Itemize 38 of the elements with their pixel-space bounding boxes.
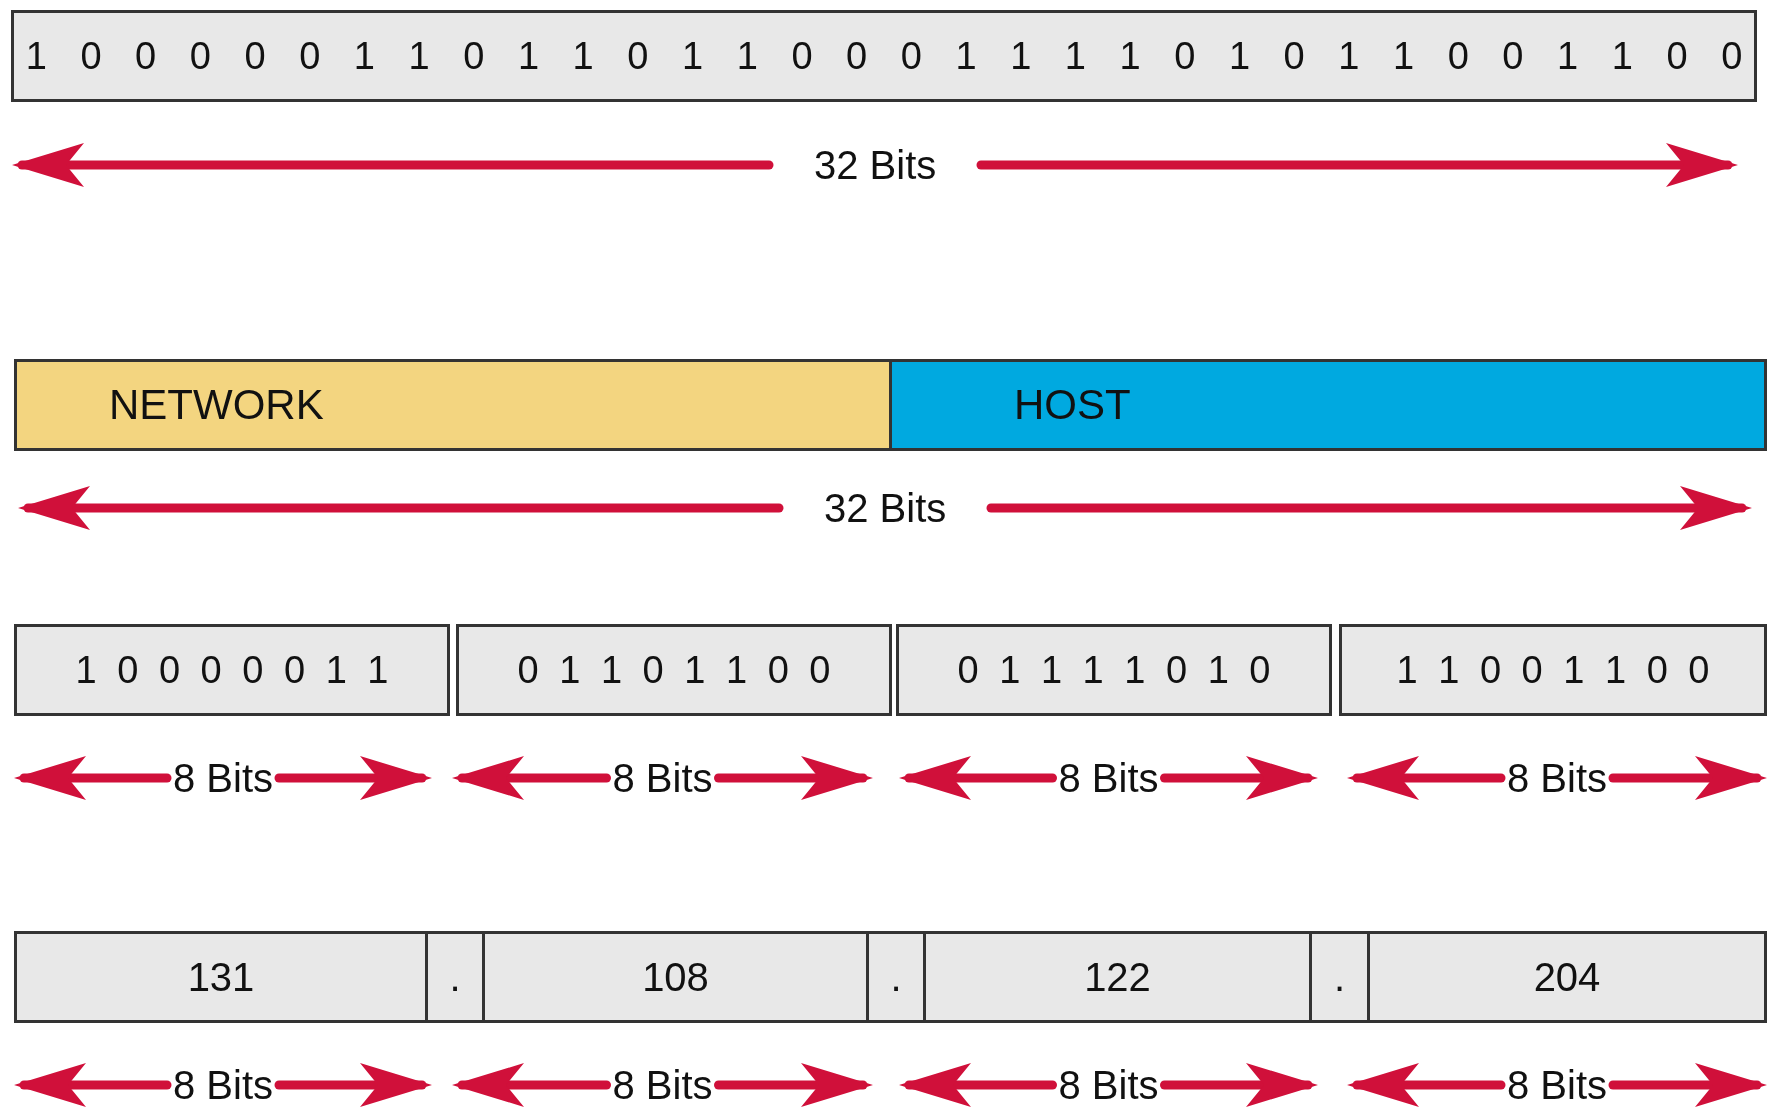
bit-value: 122	[1084, 954, 1151, 1000]
network-portion-box	[14, 359, 892, 451]
bit-string-box	[11, 10, 1757, 102]
dimension-label: 8 Bits	[173, 1065, 274, 1105]
dot-separator-box	[425, 931, 485, 1023]
dimension-label: 32 Bits	[814, 145, 937, 185]
bit-value: 0 1 1 1 1 0 1 0	[957, 648, 1276, 692]
bit-value: 0 1 1 0 1 1 0 0	[517, 648, 836, 692]
bit-value: 1 0 0 0 0 0 1 1	[75, 648, 394, 692]
dimension-label: 8 Bits	[1058, 758, 1159, 798]
portion-label: NETWORK	[109, 381, 324, 429]
decimal-octet-box	[923, 931, 1312, 1023]
decimal-octet-box	[482, 931, 869, 1023]
bit-value: 131	[187, 954, 255, 1000]
dimension-label: 8 Bits	[1058, 1065, 1159, 1105]
dimension-label: 8 Bits	[173, 758, 274, 798]
dimension-label: 32 Bits	[824, 488, 947, 528]
decimal-octet-box	[1367, 931, 1767, 1023]
octet-box	[456, 624, 892, 716]
dimension-label: 8 Bits	[1507, 758, 1608, 798]
dimension-label: 8 Bits	[612, 1065, 713, 1105]
dimension-label: 8 Bits	[612, 758, 713, 798]
bit-value: 204	[1533, 954, 1601, 1000]
bit-value: 1 1 0 0 1 1 0 0	[1396, 648, 1715, 692]
bit-value: .	[1333, 954, 1346, 1000]
bit-value: .	[449, 954, 461, 1000]
decimal-octet-box	[14, 931, 428, 1023]
octet-box	[1339, 624, 1767, 716]
dimension-label: 8 Bits	[1507, 1065, 1608, 1105]
dot-separator-box	[866, 931, 926, 1023]
octet-box	[896, 624, 1332, 716]
octet-box	[14, 624, 450, 716]
portion-label: HOST	[1014, 381, 1131, 429]
dot-separator-box	[1309, 931, 1370, 1023]
bit-value: .	[890, 954, 902, 1000]
host-portion-box	[889, 359, 1767, 451]
bit-value: 1 0 0 0 0 0 1 1 0 1 1 0 1 1 0 0 0 1 1 1 1 0 1 0 1 1 0 0 1 1 0 0	[25, 34, 1754, 78]
bit-value: 108	[642, 954, 709, 1000]
